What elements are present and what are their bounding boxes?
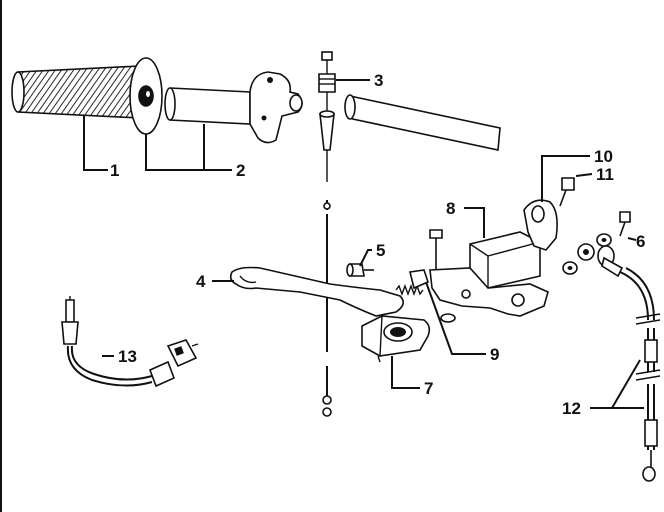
callout-2: 2 — [236, 161, 245, 180]
clamp-bolt-part — [559, 177, 575, 207]
cable-part — [597, 245, 661, 482]
callout-10: 10 — [594, 147, 613, 166]
spring-part — [395, 229, 456, 323]
callout-5: 5 — [376, 241, 385, 260]
handlebar-part — [344, 94, 501, 151]
clutch-lever-part — [229, 266, 404, 317]
callout-1: 1 — [110, 161, 119, 180]
callout-9: 9 — [490, 345, 499, 364]
grip-part — [11, 57, 163, 135]
callout-6: 6 — [636, 232, 645, 251]
master-cylinder-part — [429, 199, 558, 317]
leader-lines — [83, 79, 644, 409]
lever-pivot-bolt-part — [346, 263, 374, 277]
callout-labels: 1 2 3 4 5 6 7 8 9 10 11 12 13 — [110, 71, 645, 418]
mount-bolt-part — [562, 211, 631, 275]
callout-12: 12 — [562, 399, 581, 418]
kill-switch-wire-part — [61, 296, 199, 388]
throttle-cable-adjuster-part — [318, 51, 336, 417]
throttle-tube-part — [164, 71, 303, 144]
callout-8: 8 — [446, 199, 455, 218]
lever-bracket-part — [361, 315, 431, 363]
callout-4: 4 — [196, 272, 206, 291]
callout-11: 11 — [596, 165, 614, 184]
callout-3: 3 — [374, 71, 383, 90]
callout-7: 7 — [424, 379, 433, 398]
callout-13: 13 — [118, 347, 137, 366]
